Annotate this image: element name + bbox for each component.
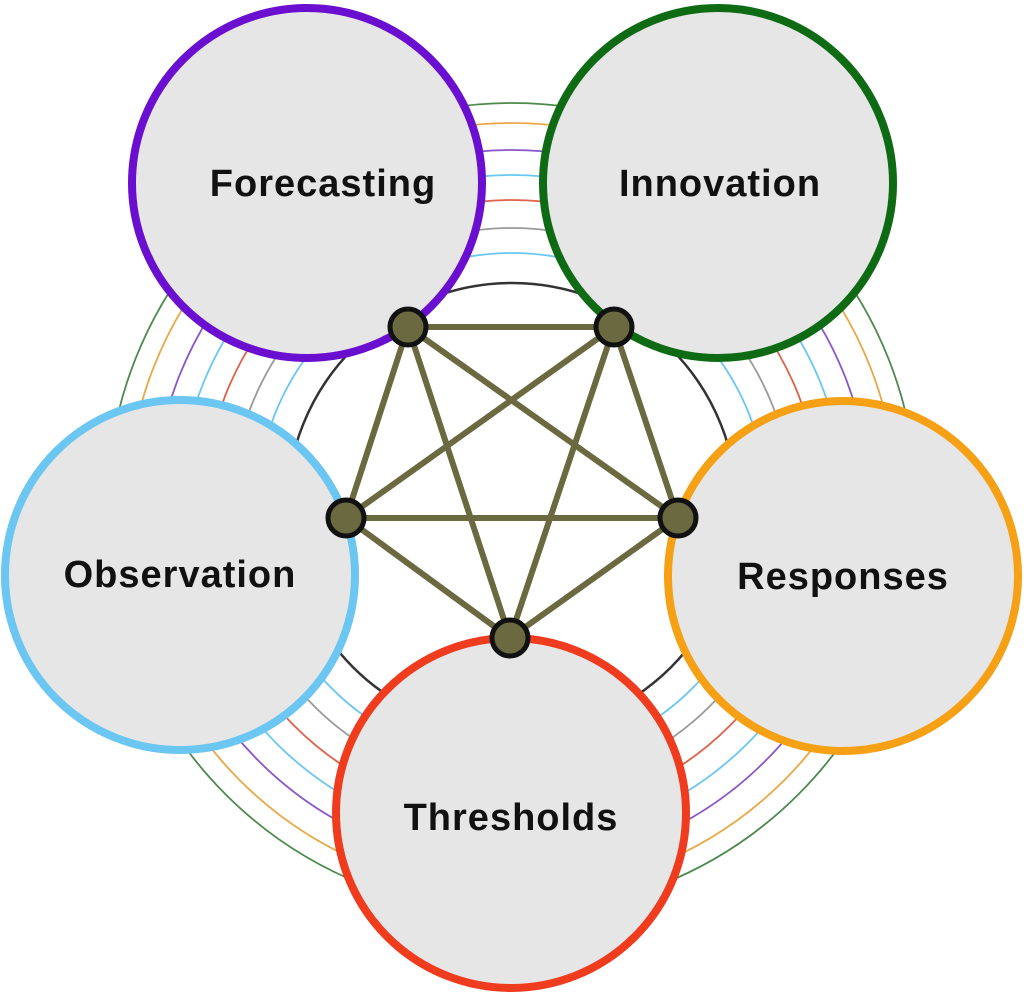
network-edge	[507, 324, 617, 641]
network-edge	[343, 515, 513, 641]
innovation-circle[interactable]	[539, 4, 897, 362]
network-node	[489, 617, 531, 659]
network-edge	[611, 324, 681, 521]
network-node	[325, 497, 367, 539]
theme-circles: Forecasting Innovation Observation Respo…	[1, 4, 1022, 992]
thresholds-label: Thresholds	[404, 797, 619, 839]
responses-label: Responses	[737, 556, 949, 598]
observation-circle[interactable]	[1, 396, 359, 754]
network-edge	[343, 324, 617, 521]
responses-circle[interactable]	[664, 397, 1022, 755]
network-node	[387, 306, 429, 348]
network-node	[593, 306, 635, 348]
forecasting-label: Forecasting	[210, 163, 436, 205]
innovation-label: Innovation	[619, 163, 821, 205]
network-edge	[405, 324, 681, 521]
circle-innovation[interactable]: Innovation	[539, 4, 897, 362]
circle-responses[interactable]: Responses	[664, 397, 1022, 755]
network-node	[657, 497, 699, 539]
network-edge	[507, 515, 681, 641]
circle-thresholds[interactable]: Thresholds	[332, 634, 690, 992]
circle-forecasting[interactable]: Forecasting	[128, 4, 486, 362]
circle-observation[interactable]: Observation	[1, 396, 359, 754]
central-network	[325, 306, 699, 659]
forecasting-circle[interactable]	[128, 4, 486, 362]
network-edge	[343, 324, 411, 521]
network-edge	[405, 324, 513, 641]
observation-label: Observation	[64, 554, 297, 596]
